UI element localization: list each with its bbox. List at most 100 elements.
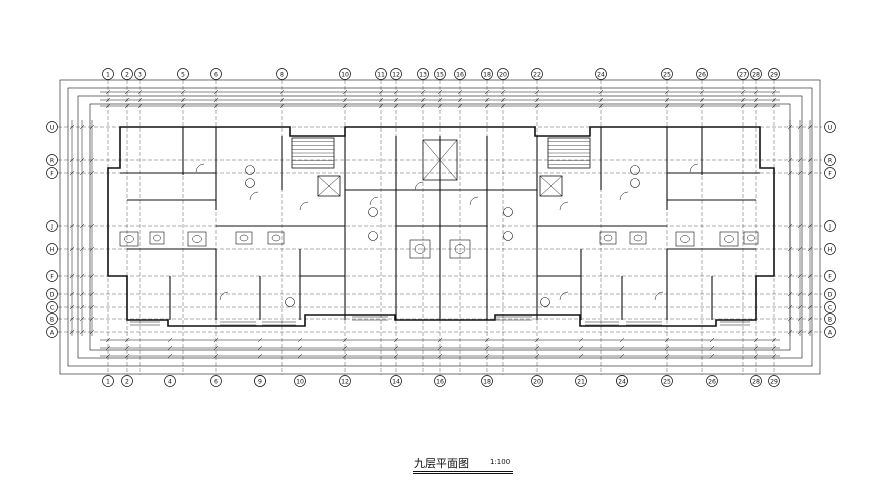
axis-label: 18 bbox=[483, 378, 491, 385]
axis-label: 24 bbox=[597, 71, 605, 78]
axis-label: 20 bbox=[533, 378, 541, 385]
axis-label: F bbox=[50, 273, 54, 280]
axis-bubble bbox=[737, 68, 749, 80]
axis-bubble bbox=[390, 375, 402, 387]
axis-label: 10 bbox=[341, 71, 349, 78]
dimension-strings bbox=[69, 89, 813, 359]
axis-label: 1 bbox=[106, 378, 110, 385]
axis-bubble bbox=[824, 301, 836, 313]
axis-bubble bbox=[46, 301, 58, 313]
axis-label: C bbox=[50, 304, 54, 311]
drawing-title: 九层平面图 bbox=[414, 457, 469, 470]
axis-label: H bbox=[828, 246, 833, 253]
drawing-scale: 1:100 bbox=[490, 458, 511, 466]
building-plan bbox=[107, 126, 775, 327]
axis-bubble bbox=[434, 375, 446, 387]
axis-bubble bbox=[661, 375, 673, 387]
axis-bubble bbox=[46, 243, 58, 255]
axis-bubble bbox=[661, 68, 673, 80]
axis-label: 6 bbox=[214, 71, 218, 78]
axis-label: 2 bbox=[125, 378, 129, 385]
axis-bubble bbox=[481, 68, 493, 80]
axis-bubble bbox=[46, 313, 58, 325]
axis-label: B bbox=[50, 316, 54, 323]
axis-label: U bbox=[828, 124, 833, 131]
axis-bubble bbox=[706, 375, 718, 387]
axis-label: B bbox=[828, 316, 832, 323]
axis-bubble bbox=[824, 167, 836, 179]
axis-label: 26 bbox=[698, 71, 706, 78]
axis-bubble bbox=[294, 375, 306, 387]
axis-bubble bbox=[276, 68, 288, 80]
axis-bubble bbox=[497, 68, 509, 80]
axis-bubble bbox=[210, 375, 222, 387]
axis-label: 12 bbox=[392, 71, 400, 78]
axis-bubble bbox=[481, 375, 493, 387]
axis-label: 20 bbox=[499, 71, 507, 78]
axis-bubble bbox=[595, 68, 607, 80]
axis-bubble bbox=[575, 375, 587, 387]
axis-label: 11 bbox=[377, 71, 385, 78]
axis-bubble bbox=[531, 68, 543, 80]
axis-label: 29 bbox=[770, 378, 778, 385]
title-underline bbox=[413, 471, 513, 472]
axis-bubble bbox=[46, 288, 58, 300]
axis-label: 29 bbox=[770, 71, 778, 78]
axis-label: 12 bbox=[341, 378, 349, 385]
axis-bubble bbox=[46, 326, 58, 338]
axis-label: D bbox=[50, 291, 55, 298]
axis-bubble bbox=[46, 167, 58, 179]
title-underline-thin bbox=[413, 473, 513, 474]
axis-bubble bbox=[254, 375, 266, 387]
axis-bubble bbox=[46, 270, 58, 282]
axis-label: 8 bbox=[280, 71, 284, 78]
axis-bubble bbox=[824, 313, 836, 325]
axis-label: 6 bbox=[214, 378, 218, 385]
axis-label: 25 bbox=[663, 71, 671, 78]
axis-label: F bbox=[828, 170, 832, 177]
axis-bubble bbox=[177, 68, 189, 80]
axis-bubble bbox=[531, 375, 543, 387]
axis-bubble bbox=[750, 375, 762, 387]
axis-bubble bbox=[750, 68, 762, 80]
axis-label: 26 bbox=[708, 378, 716, 385]
axis-bubble bbox=[417, 68, 429, 80]
axis-bubble bbox=[102, 68, 114, 80]
axis-label: 5 bbox=[181, 71, 185, 78]
axis-label: 18 bbox=[483, 71, 491, 78]
axis-bubble bbox=[121, 68, 133, 80]
axis-label: H bbox=[50, 246, 55, 253]
axis-label: 10 bbox=[296, 378, 304, 385]
axis-bubble bbox=[824, 326, 836, 338]
axis-bubble bbox=[46, 220, 58, 232]
axis-label: 14 bbox=[392, 378, 400, 385]
axis-label: 27 bbox=[739, 71, 747, 78]
axis-label: 13 bbox=[419, 71, 427, 78]
axis-bubble bbox=[375, 68, 387, 80]
axis-label: 9 bbox=[258, 378, 262, 385]
axis-bubble bbox=[46, 121, 58, 133]
axis-label: 1 bbox=[106, 71, 110, 78]
axis-label: 25 bbox=[663, 378, 671, 385]
axis-label: 16 bbox=[436, 378, 444, 385]
axis-bubble bbox=[454, 68, 466, 80]
axis-label: C bbox=[828, 304, 832, 311]
axis-label: J bbox=[50, 223, 53, 230]
axis-label: 28 bbox=[752, 378, 760, 385]
axis-bubble bbox=[824, 121, 836, 133]
axis-label: 22 bbox=[533, 71, 541, 78]
axis-label: D bbox=[828, 291, 833, 298]
axis-label: R bbox=[50, 157, 55, 164]
axis-label: U bbox=[50, 124, 55, 131]
axis-bubble bbox=[824, 288, 836, 300]
axis-bubble bbox=[824, 243, 836, 255]
axis-label: 15 bbox=[436, 71, 444, 78]
axis-bubble bbox=[824, 270, 836, 282]
axis-label: 4 bbox=[168, 378, 172, 385]
axis-bubbles-bottom: 12467910121416182021232425262829 bbox=[102, 375, 780, 387]
axis-bubble bbox=[134, 68, 146, 80]
axis-label: J bbox=[828, 223, 831, 230]
axis-label: 2 bbox=[125, 71, 129, 78]
